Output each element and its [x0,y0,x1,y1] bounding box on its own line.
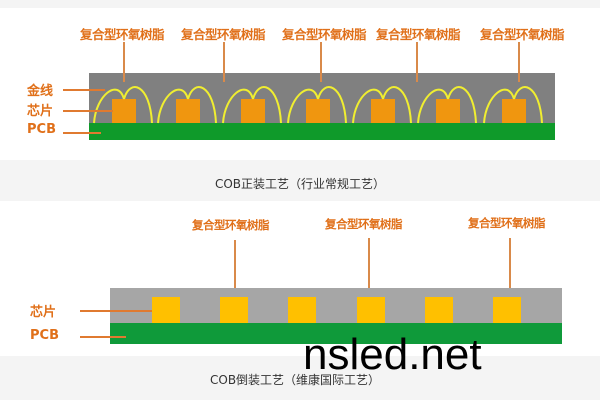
leader-line [416,42,418,82]
chip [241,99,265,123]
top-caption: COB正装工艺（行业常规工艺） [214,177,386,191]
chip [306,99,330,123]
leader-line [80,310,152,312]
leader-line [518,42,520,82]
chip [436,99,460,123]
watermark: nsled.net [303,330,482,379]
pcb-label: PCB [27,122,56,137]
chip [425,297,453,323]
chip-label: 芯片 [27,104,54,119]
resin-label: 复合型环氧树脂 [468,216,546,230]
resin-label: 复合型环氧树脂 [282,27,367,42]
leader-line [223,42,225,82]
chip [220,297,248,323]
leader-line [63,110,113,112]
bottom-caption: COB倒装工艺（维康国际工艺） [210,373,381,387]
pcb-layer [110,323,562,344]
leader-line [368,238,370,296]
chip [176,99,200,123]
leader-line [509,238,511,296]
leader-line [320,42,322,82]
resin-label: 复合型环氧树脂 [480,27,565,42]
chip [288,297,316,323]
resin-label: 复合型环氧树脂 [325,217,403,231]
chip [371,99,395,123]
leader-line [63,89,105,91]
chip [112,99,136,123]
chip [357,297,385,323]
resin-label: 复合型环氧树脂 [192,218,270,232]
wire-label: 金线 [27,84,54,99]
pcb-layer [89,123,555,140]
leader-line [234,240,236,296]
chip [493,297,521,323]
leader-line [80,336,126,338]
pcb-label: PCB [30,328,59,343]
resin-label: 复合型环氧树脂 [80,27,165,42]
leader-line [123,42,125,82]
top-strip [0,0,600,8]
resin-label: 复合型环氧树脂 [376,27,461,42]
chip-label: 芯片 [30,305,57,320]
chip [152,297,180,323]
caption-band [0,160,600,201]
gold-wires [93,86,543,124]
chip [502,99,526,123]
leader-line [63,132,101,134]
encapsulant-layer [110,288,562,324]
caption-band [0,356,600,400]
resin-label: 复合型环氧树脂 [181,27,266,42]
